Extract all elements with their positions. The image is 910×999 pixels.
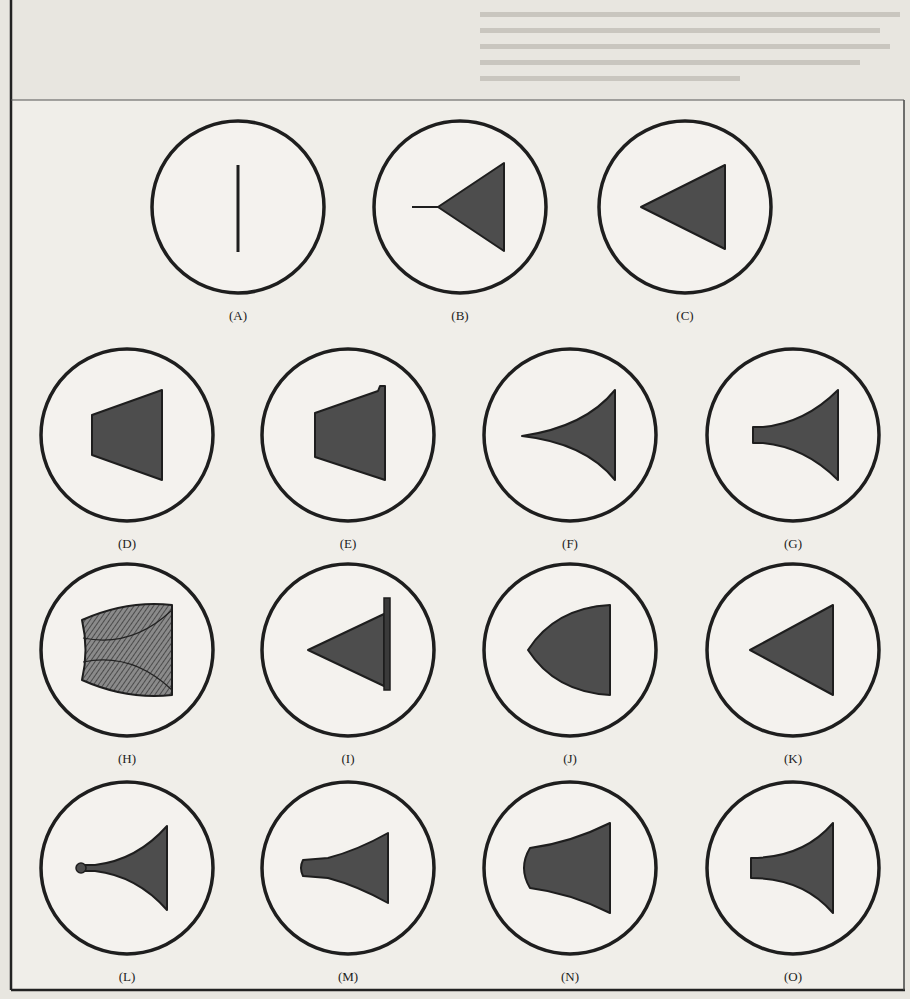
screen-circle (707, 564, 879, 736)
scope-screen: (F) (475, 340, 665, 555)
screen-circle (41, 349, 213, 521)
screen-outline (253, 555, 443, 745)
figure-letter: (L) (32, 969, 222, 985)
screen-outline (253, 773, 443, 963)
figure-letter: (O) (698, 969, 888, 985)
screen-circle (152, 121, 324, 293)
screen-circle (484, 564, 656, 736)
figure-letter: (M) (253, 969, 443, 985)
screen-outline (253, 340, 443, 530)
figure-letter: (J) (475, 751, 665, 767)
screen-outline (590, 112, 780, 302)
screen-circle (374, 121, 546, 293)
trace-pattern (528, 605, 610, 695)
screen-outline (32, 773, 222, 963)
screen-outline (475, 340, 665, 530)
faint-text-lines (480, 12, 900, 81)
screen-outline (698, 773, 888, 963)
figure-letter: (K) (698, 751, 888, 767)
figure-letter: (H) (32, 751, 222, 767)
figure-letter: (A) (143, 308, 333, 324)
figure-letter: (D) (32, 536, 222, 552)
screen-circle (599, 121, 771, 293)
figure-letter: (B) (365, 308, 555, 324)
trace-edge (83, 660, 172, 690)
trace-dot (76, 863, 86, 873)
figure-letter: (F) (475, 536, 665, 552)
trace-pattern (524, 823, 610, 913)
screen-circle (262, 782, 434, 954)
screen-outline (475, 773, 665, 963)
screen-circle (484, 782, 656, 954)
scope-screen: (C) (590, 112, 780, 327)
trace-pattern (438, 163, 504, 251)
trace-pattern (522, 390, 615, 480)
figure-letter: (N) (475, 969, 665, 985)
trace-line (237, 165, 240, 252)
scope-screen: (N) (475, 773, 665, 988)
screen-outline (475, 555, 665, 745)
screen-outline (143, 112, 333, 302)
scope-screen: (L) (32, 773, 222, 988)
trace-pattern (753, 390, 838, 480)
trace-pattern (641, 165, 725, 249)
trace-pattern (308, 614, 384, 686)
scope-screen: (D) (32, 340, 222, 555)
figure-letter: (E) (253, 536, 443, 552)
screen-circle (262, 349, 434, 521)
trace-pattern (84, 826, 167, 910)
trace-pattern (315, 386, 385, 480)
screen-outline (698, 555, 888, 745)
screen-outline (32, 555, 222, 745)
scope-screen: (I) (253, 555, 443, 770)
scope-screen: (J) (475, 555, 665, 770)
figure-letter: (G) (698, 536, 888, 552)
screen-circle (484, 349, 656, 521)
screen-circle (707, 349, 879, 521)
figure-letter: (C) (590, 308, 780, 324)
screen-outline (365, 112, 555, 302)
screen-outline (32, 340, 222, 530)
trace-edge (83, 610, 172, 640)
screen-outline (698, 340, 888, 530)
trace-pattern (751, 823, 833, 913)
screen-circle (41, 564, 213, 736)
scope-screen: (O) (698, 773, 888, 988)
trace-pattern (750, 605, 833, 695)
figure-letter: (I) (253, 751, 443, 767)
trace-pattern (301, 833, 388, 903)
scope-screen: (A) (143, 112, 333, 327)
scope-screen: (G) (698, 340, 888, 555)
trace-pattern (92, 390, 162, 480)
trace-line (412, 206, 438, 208)
scope-screen: (M) (253, 773, 443, 988)
screen-circle (707, 782, 879, 954)
screen-circle (262, 564, 434, 736)
screen-circle (41, 782, 213, 954)
scope-screen: (E) (253, 340, 443, 555)
trace-bar (384, 598, 390, 690)
scope-screen: (H) (32, 555, 222, 770)
scope-screen: (B) (365, 112, 555, 327)
scope-screen: (K) (698, 555, 888, 770)
trace-pattern (82, 604, 172, 696)
